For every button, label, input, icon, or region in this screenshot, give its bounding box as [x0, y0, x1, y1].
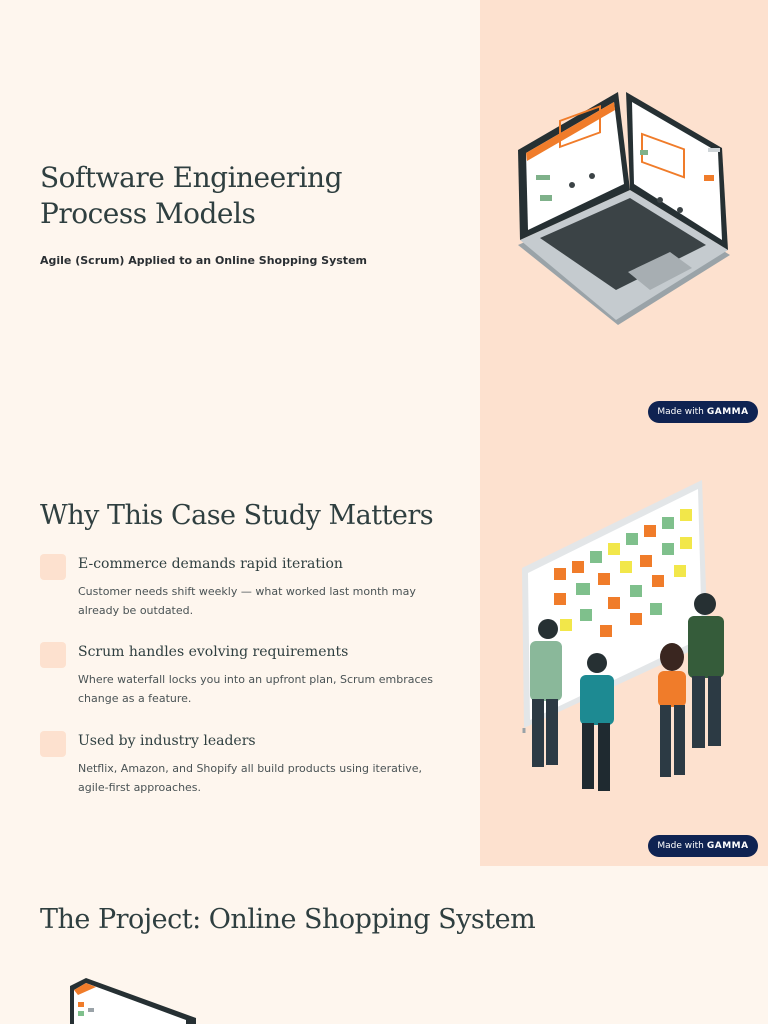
checkbox-icon — [40, 642, 66, 668]
badge-brand: GAMMA — [706, 407, 749, 417]
badge-brand: GAMMA — [706, 841, 749, 851]
item-description: Customer needs shift weekly — what worke… — [78, 585, 416, 617]
list-item: E-commerce demands rapid iteration Custo… — [40, 554, 440, 624]
list-item: Scrum handles evolving requirements Wher… — [40, 642, 440, 712]
badge-prefix: Made with — [657, 841, 704, 851]
badge-prefix: Made with — [657, 407, 704, 417]
title-slide: Made with GAMMA Software Engineering Pro… — [0, 0, 768, 433]
team-whiteboard-illustration — [522, 480, 724, 791]
item-title: E-commerce demands rapid iteration — [78, 556, 343, 572]
checkbox-icon — [40, 554, 66, 580]
made-with-gamma-badge[interactable]: Made with GAMMA — [648, 835, 758, 857]
case-study-slide: Made with GAMMA Why This Case Study Matt… — [0, 433, 768, 866]
illustration-panel: Made with GAMMA — [480, 433, 768, 866]
checkbox-icon — [40, 731, 66, 757]
section-title: The Project: Online Shopping System — [40, 904, 536, 935]
made-with-gamma-badge[interactable]: Made with GAMMA — [648, 401, 758, 423]
laptop-shopping-illustration — [518, 92, 730, 325]
project-slide: The Project: Online Shopping System — [0, 866, 768, 1024]
list-item: Used by industry leaders Netflix, Amazon… — [40, 731, 440, 801]
page-subtitle: Agile (Scrum) Applied to an Online Shopp… — [40, 254, 367, 267]
item-title: Used by industry leaders — [78, 733, 256, 749]
illustration-panel: Made with GAMMA — [480, 0, 768, 433]
device-illustration — [70, 978, 196, 1024]
item-title: Scrum handles evolving requirements — [78, 644, 349, 660]
section-title: Why This Case Study Matters — [40, 500, 434, 531]
page-title: Software Engineering Process Models — [40, 161, 343, 230]
item-description: Netflix, Amazon, and Shopify all build p… — [78, 762, 423, 794]
item-description: Where waterfall locks you into an upfron… — [78, 673, 434, 705]
